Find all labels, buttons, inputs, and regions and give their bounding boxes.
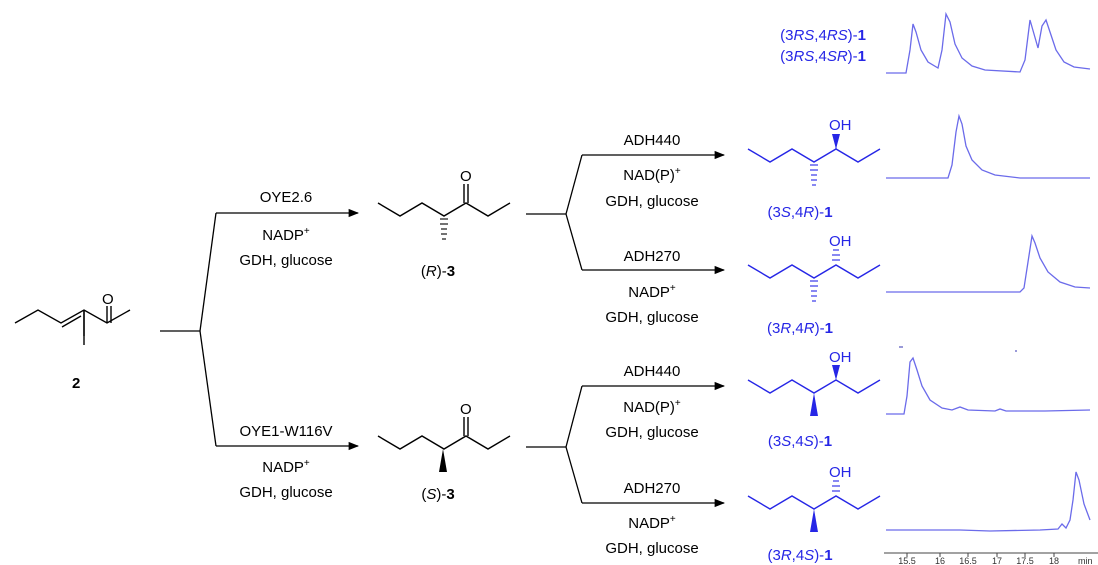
step2-2-enzyme: ADH270	[624, 248, 681, 265]
step2-conditions-1: ADH440 NAD(P)+ GDH, glucose	[605, 132, 698, 210]
step2-1-recycling: GDH, glucose	[605, 193, 698, 210]
product-3S4S-structure	[747, 379, 881, 394]
product-3S4S-oh-wedge	[832, 365, 840, 380]
compound-2-structure	[14, 306, 131, 345]
axis-tick-1: 15.5	[898, 556, 916, 565]
compound-2-oxygen: O	[102, 291, 114, 308]
product-3R4S-methyl-wedge	[810, 509, 818, 532]
step2-2-cofactor: NADP+	[628, 283, 676, 301]
compound-S3-label: (S)-3	[421, 486, 454, 503]
product-3R4S-label: (3R,4S)-1	[767, 547, 832, 564]
step1-lower-enzyme: OYE1-W116V	[239, 423, 332, 440]
chromatograms	[886, 11, 1091, 532]
axis-tick-6: 18	[1049, 556, 1059, 565]
step2-3-cofactor: NAD(P)+	[623, 398, 681, 416]
step2-1-cofactor: NAD(P)+	[623, 166, 681, 184]
product-3S4S-methyl-wedge	[810, 393, 818, 416]
chromatogram-artifacts	[899, 346, 1017, 352]
product-3R4S-hydroxyl: OH	[829, 464, 852, 481]
product-3S4S-label: (3S,4S)-1	[768, 433, 832, 450]
step2-4-recycling: GDH, glucose	[605, 540, 698, 557]
axis-tick-5: 17.5	[1016, 556, 1034, 565]
axis-unit: min	[1078, 556, 1093, 565]
product-3S4R-label: (3S,4R)-1	[767, 204, 832, 221]
step2-4-enzyme: ADH270	[624, 480, 681, 497]
product-3S4R-hydroxyl: OH	[829, 117, 852, 134]
chromatogram-3R4S	[886, 471, 1091, 532]
step1-upper-recycling: GDH, glucose	[239, 252, 332, 269]
product-3R4R-label: (3R,4R)-1	[767, 320, 833, 337]
compound-S3-wedge	[439, 449, 447, 472]
compound-2-label: 2	[72, 375, 80, 392]
product-3R4R-structure	[747, 249, 881, 302]
chromatogram-3R4R	[886, 233, 1091, 293]
chromatogram-3S4R	[886, 113, 1090, 179]
step2-2-recycling: GDH, glucose	[605, 309, 698, 326]
compound-R3-label: (R)-3	[421, 263, 455, 280]
step2-1-enzyme: ADH440	[624, 132, 681, 149]
product-3R4S-structure	[747, 480, 881, 510]
compound-S3-oxygen: O	[460, 401, 472, 418]
product-3S4S-hydroxyl: OH	[829, 349, 852, 366]
reference-label-2: (3RS,4SR)-1	[780, 48, 866, 65]
axis-tick-4: 17	[992, 556, 1002, 565]
step2-conditions-3: ADH440 NAD(P)+ GDH, glucose	[605, 363, 698, 441]
product-3S4R-oh-wedge	[832, 134, 840, 149]
chromatogram-reference	[886, 11, 1091, 74]
compound-S3-structure	[377, 417, 511, 450]
time-axis	[884, 552, 1098, 557]
step2-3-enzyme: ADH440	[624, 363, 681, 380]
reference-label-1: (3RS,4RS)-1	[780, 27, 866, 44]
step1-lower-cofactor: NADP+	[262, 458, 310, 476]
product-3R4R-hydroxyl: OH	[829, 233, 852, 250]
compound-R3-structure	[377, 184, 511, 240]
step1-branch-lines	[160, 208, 360, 451]
step2-4-cofactor: NADP+	[628, 514, 676, 532]
chromatogram-3S4S	[886, 356, 1091, 415]
step1-upper-enzyme: OYE2.6	[260, 189, 313, 206]
product-3S4R-structure	[747, 137, 881, 186]
step1-lower-recycling: GDH, glucose	[239, 484, 332, 501]
axis-tick-3: 16.5	[959, 556, 977, 565]
step2-conditions-4: ADH270 NADP+ GDH, glucose	[605, 480, 698, 557]
step2-3-recycling: GDH, glucose	[605, 424, 698, 441]
axis-tick-2: 16	[935, 556, 945, 565]
compound-R3-oxygen: O	[460, 168, 472, 185]
step2-conditions-2: ADH270 NADP+ GDH, glucose	[605, 248, 698, 326]
step1-upper-cofactor: NADP+	[262, 226, 310, 244]
step2-branch-lines	[526, 150, 726, 508]
